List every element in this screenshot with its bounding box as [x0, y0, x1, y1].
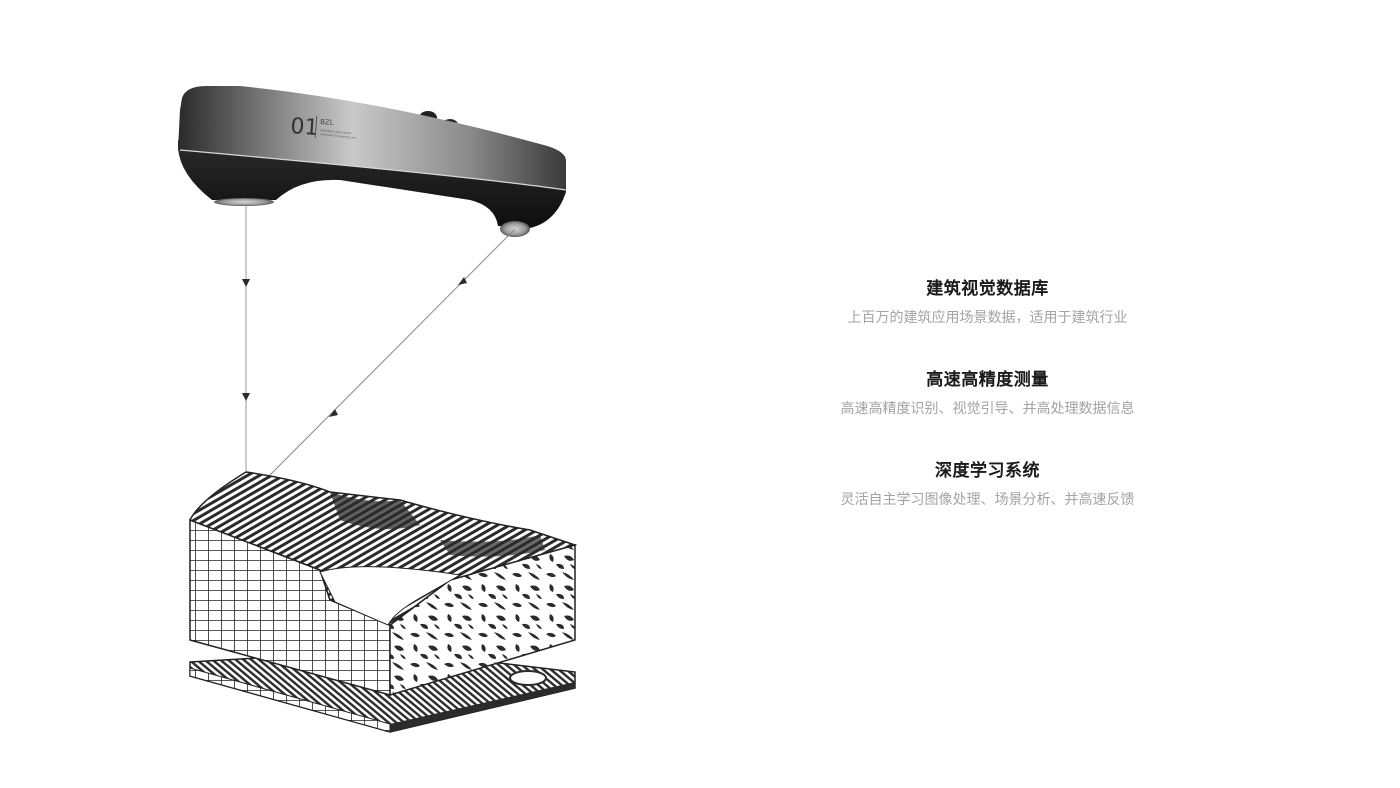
feature-title: 深度学习系统: [935, 461, 1040, 481]
brand-label: BZL: [320, 118, 334, 127]
feature-description: 灵活自主学习图像处理、场景分析、并高速反馈: [840, 492, 1135, 508]
scanner-device: 01 BZL Integrated vision sensor Intellig…: [178, 86, 567, 237]
feature-list: 建筑视觉数据库 上百万的建筑应用场景数据，适用于建筑行业 高速高精度测量 高速高…: [790, 276, 1185, 549]
terrain-top-surface: [188, 471, 578, 626]
beam-arrow-icon: [242, 279, 250, 287]
feature-title: 建筑视觉数据库: [926, 279, 1049, 299]
feature-item: 深度学习系统 灵活自主学习图像处理、场景分析、并高速反馈: [790, 458, 1185, 549]
scan-beams: [242, 206, 516, 478]
device-top: [178, 86, 566, 190]
scanned-terrain-model: [188, 471, 578, 733]
beam-arrow-icon: [242, 393, 250, 401]
feature-description: 上百万的建筑应用场景数据，适用于建筑行业: [847, 310, 1128, 326]
feature-item: 建筑视觉数据库 上百万的建筑应用场景数据，适用于建筑行业: [790, 276, 1185, 367]
diagonal-beam: [267, 228, 516, 478]
terrain-cavity: [319, 566, 462, 626]
device-body: [178, 140, 566, 228]
beam-arrow-icon: [458, 277, 467, 285]
product-illustration: 01 BZL Integrated vision sensor Intellig…: [178, 86, 578, 733]
feature-item: 高速高精度测量 高速高精度识别、视觉引导、并高处理数据信息: [790, 367, 1185, 458]
left-lens: [214, 198, 274, 206]
beam-arrow-icon: [329, 409, 338, 417]
feature-title: 高速高精度测量: [926, 370, 1049, 390]
feature-description: 高速高精度识别、视觉引导、并高处理数据信息: [840, 401, 1135, 417]
model-number: 01: [290, 114, 320, 141]
caption-line2: Intelligent 3D scanning unit: [320, 132, 356, 140]
caption-line1: Integrated vision sensor: [320, 128, 353, 135]
